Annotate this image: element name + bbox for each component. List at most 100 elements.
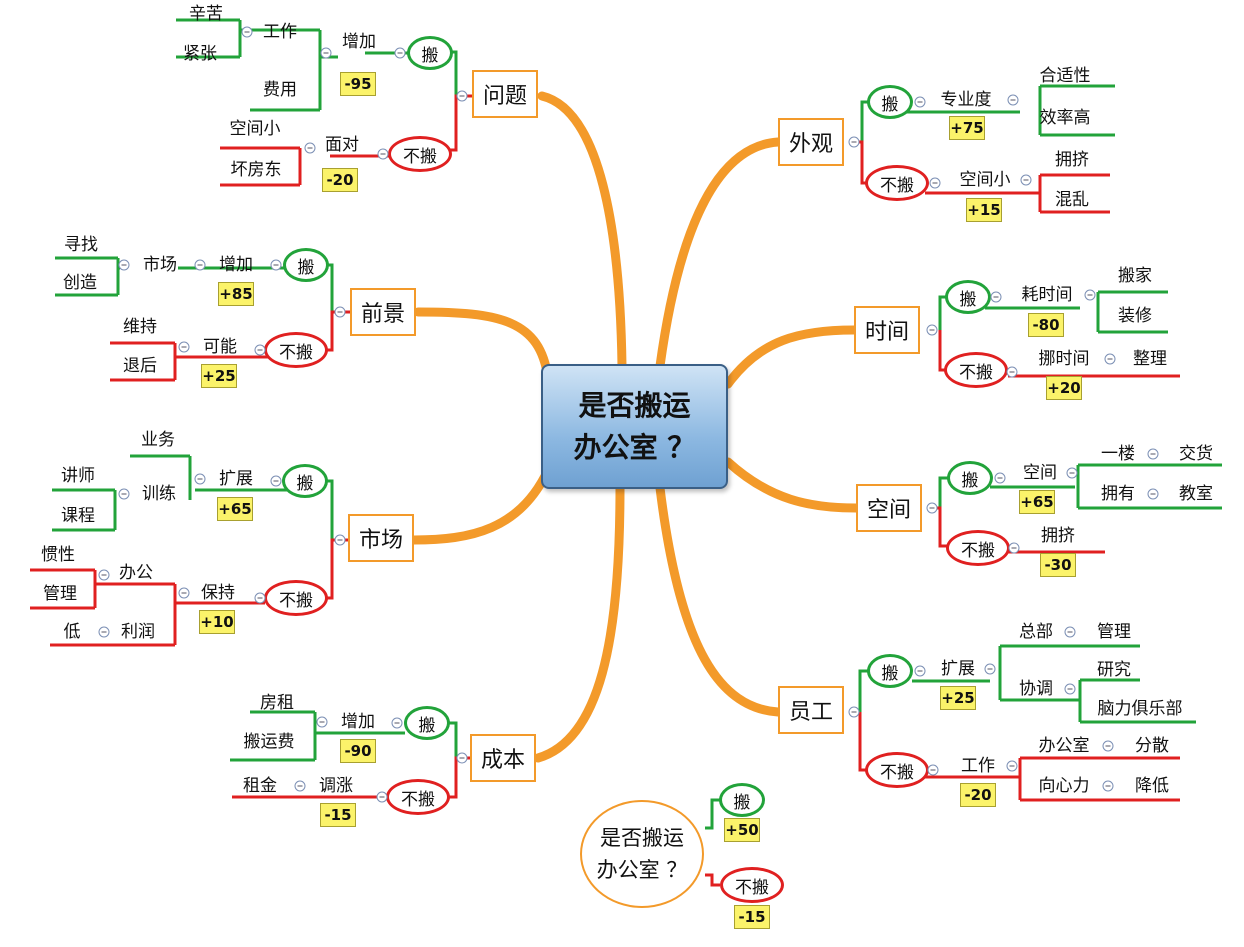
collapse-icon[interactable] <box>334 306 346 318</box>
move-node[interactable]: 搬 <box>947 461 993 495</box>
topic-chengben[interactable]: 成本 <box>470 734 536 782</box>
collapse-icon[interactable] <box>1066 467 1078 479</box>
node-text[interactable]: 坏房东 <box>230 160 282 180</box>
collapse-icon[interactable] <box>304 142 316 154</box>
node-text[interactable]: 办公 <box>119 563 153 583</box>
node-text[interactable]: 脑力俱乐部 <box>1097 699 1183 719</box>
collapse-icon[interactable] <box>270 475 282 487</box>
node-text[interactable]: 空间小 <box>229 119 281 139</box>
collapse-icon[interactable] <box>848 706 860 718</box>
node-text[interactable]: 效率高 <box>1039 108 1091 128</box>
node-text[interactable]: 增加 <box>219 255 253 275</box>
node-text[interactable]: 交货 <box>1179 444 1213 464</box>
node-text[interactable]: 增加 <box>342 32 376 52</box>
collapse-icon[interactable] <box>927 764 939 776</box>
stay-node[interactable]: 不搬 <box>386 779 450 815</box>
collapse-icon[interactable] <box>1020 174 1032 186</box>
node-text[interactable]: 专业度 <box>940 90 992 110</box>
node-text[interactable]: 扩展 <box>219 469 253 489</box>
node-text[interactable]: 管理 <box>1097 622 1131 642</box>
node-text[interactable]: 费用 <box>263 80 297 100</box>
node-text[interactable]: 一楼 <box>1101 444 1135 464</box>
node-text[interactable]: 拥挤 <box>1041 526 1075 546</box>
stay-node[interactable]: 不搬 <box>264 332 328 368</box>
topic-kongjian[interactable]: 空间 <box>856 484 922 532</box>
topic-wenti[interactable]: 问题 <box>472 70 538 118</box>
topic-shijian[interactable]: 时间 <box>854 306 920 354</box>
collapse-icon[interactable] <box>254 344 266 356</box>
node-text[interactable]: 利润 <box>121 622 155 642</box>
node-text[interactable]: 可能 <box>203 337 237 357</box>
collapse-icon[interactable] <box>376 791 388 803</box>
node-text[interactable]: 训练 <box>142 484 176 504</box>
move-node[interactable]: 搬 <box>867 85 913 119</box>
collapse-icon[interactable] <box>118 488 130 500</box>
node-text[interactable]: 研究 <box>1097 660 1131 680</box>
collapse-icon[interactable] <box>178 341 190 353</box>
node-text[interactable]: 辛苦 <box>189 4 223 24</box>
collapse-icon[interactable] <box>1084 289 1096 301</box>
node-text[interactable]: 挪时间 <box>1038 349 1090 369</box>
collapse-icon[interactable] <box>334 534 346 546</box>
collapse-icon[interactable] <box>994 472 1006 484</box>
node-text[interactable]: 低 <box>63 622 81 642</box>
node-text[interactable]: 耗时间 <box>1021 285 1073 305</box>
collapse-icon[interactable] <box>391 717 403 729</box>
node-text[interactable]: 业务 <box>141 430 175 450</box>
collapse-icon[interactable] <box>294 780 306 792</box>
collapse-icon[interactable] <box>914 665 926 677</box>
node-text[interactable]: 搬家 <box>1118 266 1152 286</box>
collapse-icon[interactable] <box>1147 488 1159 500</box>
summary-stay-node[interactable]: 不搬 <box>720 867 784 903</box>
node-text[interactable]: 整理 <box>1133 349 1167 369</box>
collapse-icon[interactable] <box>1064 626 1076 638</box>
node-text[interactable]: 空间小 <box>959 170 1011 190</box>
node-text[interactable]: 教室 <box>1179 484 1213 504</box>
move-node[interactable]: 搬 <box>282 464 328 498</box>
stay-node[interactable]: 不搬 <box>865 752 929 788</box>
node-text[interactable]: 协调 <box>1019 679 1053 699</box>
stay-node[interactable]: 不搬 <box>865 165 929 201</box>
node-text[interactable]: 租金 <box>243 776 277 796</box>
stay-node[interactable]: 不搬 <box>944 352 1008 388</box>
topic-yuangong[interactable]: 员工 <box>778 686 844 734</box>
node-text[interactable]: 办公室 <box>1038 736 1090 756</box>
collapse-icon[interactable] <box>320 47 332 59</box>
central-topic[interactable]: 是否搬运 办公室 ？ <box>541 364 728 489</box>
collapse-icon[interactable] <box>1104 353 1116 365</box>
collapse-icon[interactable] <box>1102 740 1114 752</box>
collapse-icon[interactable] <box>456 752 468 764</box>
node-text[interactable]: 市场 <box>143 255 177 275</box>
node-text[interactable]: 课程 <box>61 506 95 526</box>
node-text[interactable]: 拥挤 <box>1055 150 1089 170</box>
node-text[interactable]: 搬运费 <box>243 732 295 752</box>
node-text[interactable]: 装修 <box>1118 306 1152 326</box>
collapse-icon[interactable] <box>1102 780 1114 792</box>
node-text[interactable]: 向心力 <box>1038 776 1090 796</box>
node-text[interactable]: 退后 <box>123 356 157 376</box>
collapse-icon[interactable] <box>929 177 941 189</box>
move-node[interactable]: 搬 <box>867 654 913 688</box>
move-node[interactable]: 搬 <box>407 36 453 70</box>
stay-node[interactable]: 不搬 <box>264 580 328 616</box>
summary-bubble[interactable]: 是否搬运 办公室 ？ <box>580 800 704 908</box>
collapse-icon[interactable] <box>394 47 406 59</box>
node-text[interactable]: 调涨 <box>319 776 353 796</box>
node-text[interactable]: 总部 <box>1019 622 1053 642</box>
move-node[interactable]: 搬 <box>945 280 991 314</box>
collapse-icon[interactable] <box>1006 760 1018 772</box>
node-text[interactable]: 降低 <box>1135 776 1169 796</box>
collapse-icon[interactable] <box>98 626 110 638</box>
collapse-icon[interactable] <box>1064 683 1076 695</box>
node-text[interactable]: 讲师 <box>61 466 95 486</box>
collapse-icon[interactable] <box>926 502 938 514</box>
move-node[interactable]: 搬 <box>404 706 450 740</box>
stay-node[interactable]: 不搬 <box>946 530 1010 566</box>
collapse-icon[interactable] <box>1147 448 1159 460</box>
collapse-icon[interactable] <box>377 148 389 160</box>
collapse-icon[interactable] <box>194 473 206 485</box>
node-text[interactable]: 拥有 <box>1101 484 1135 504</box>
topic-qianjing[interactable]: 前景 <box>350 288 416 336</box>
collapse-icon[interactable] <box>848 136 860 148</box>
node-text[interactable]: 创造 <box>63 273 97 293</box>
